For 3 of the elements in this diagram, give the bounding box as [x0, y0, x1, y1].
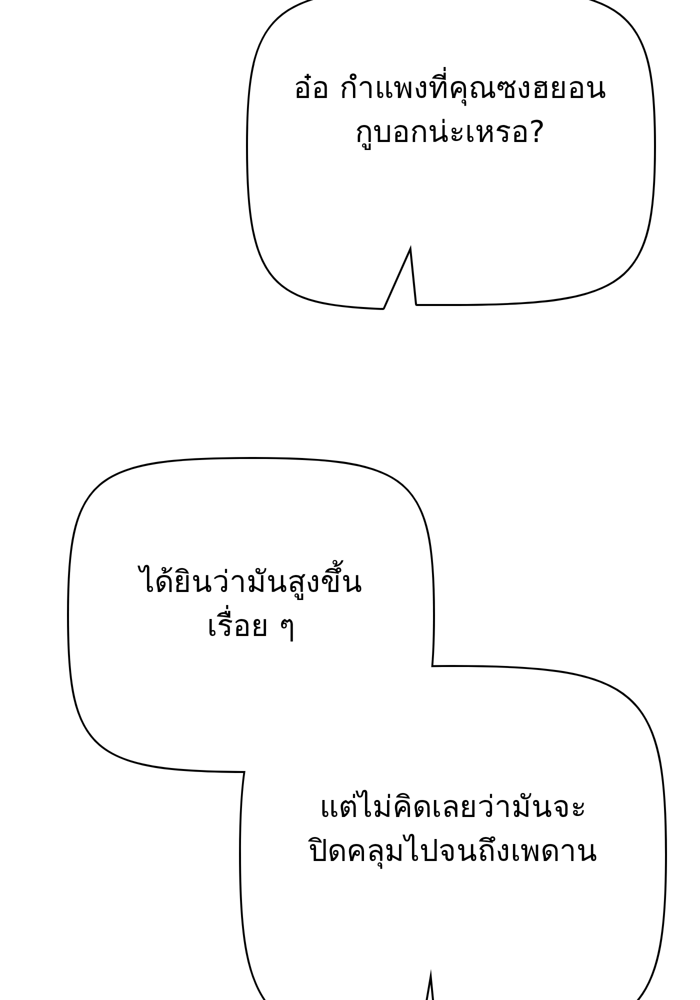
- dialogue-text: ได้ยินว่ามันสูงขึ้นเรื่อย ๆ: [111, 561, 391, 649]
- dialogue-text: แต่ไม่คิดเลยว่ามันจะปิดคลุมไปจนถึงเพดาน: [307, 788, 598, 871]
- dialogue-text: อ๋อ กำแพงที่คุณซงฮยอนกูบอกน่ะเหรอ?: [285, 67, 615, 155]
